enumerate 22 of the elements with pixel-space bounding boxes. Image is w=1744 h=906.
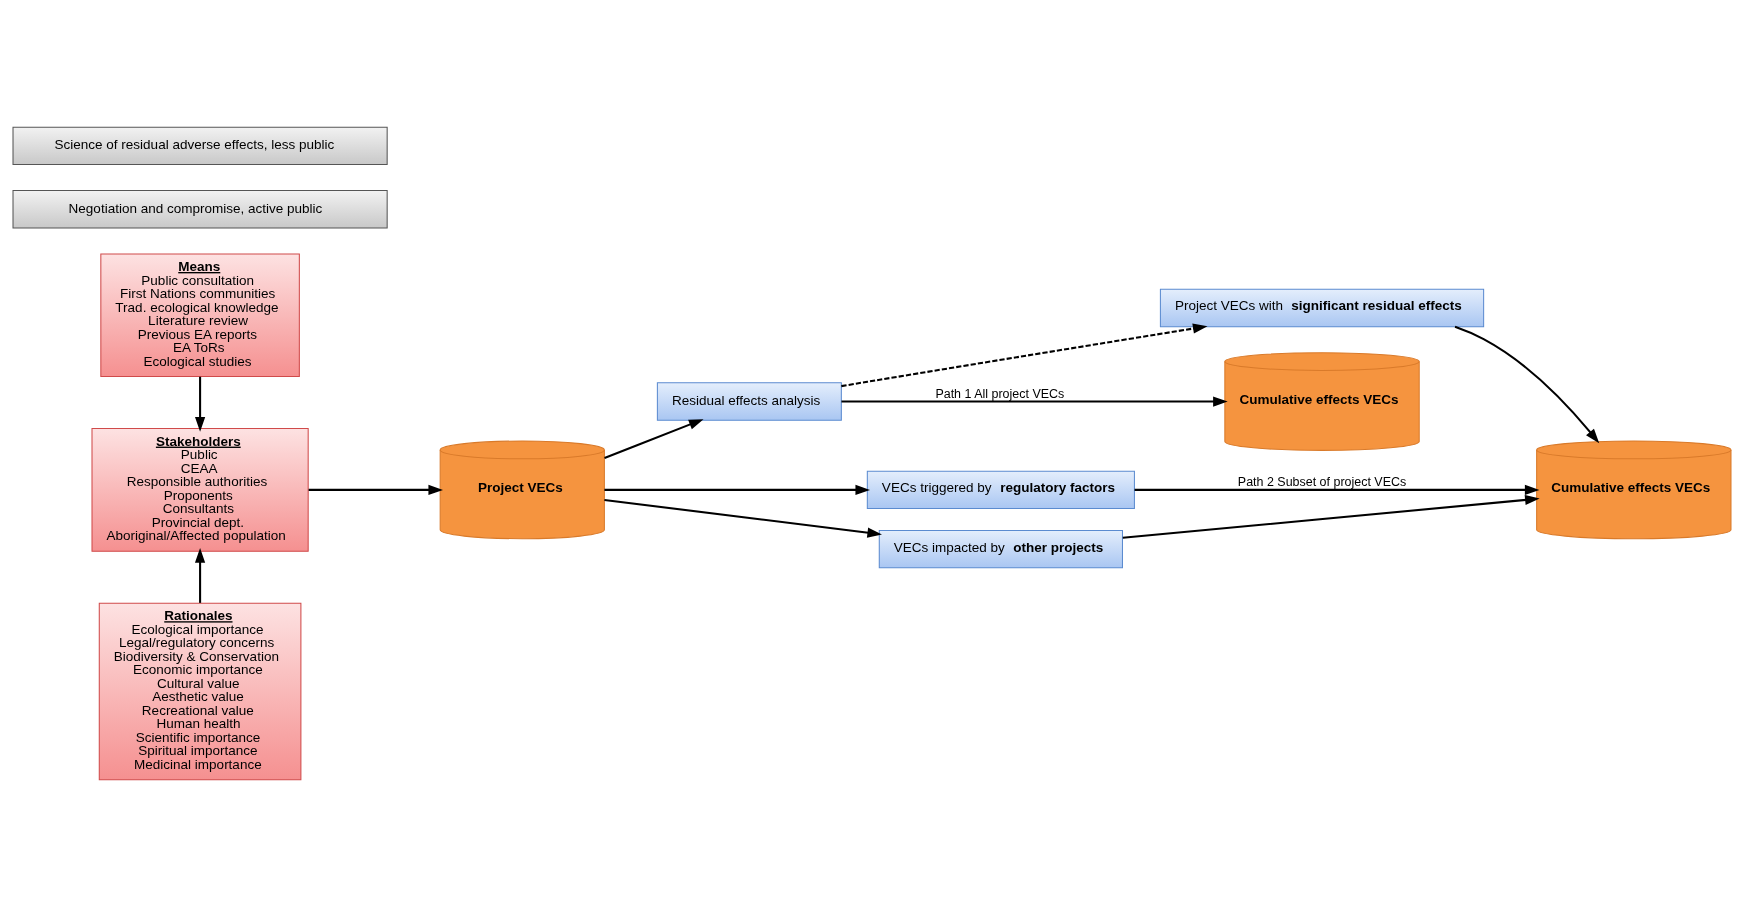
node-box: Means Public consultation First Nations communities Trad. ecological knowledge Literature review Previous EA reports EA ToRs Ecological studies [100,252,300,377]
node-box: Science of residual adverse effects, less public [12,126,388,165]
node-box: Residual effects analysis [656,381,842,421]
node-box: Rationales Ecological importance Legal/regulatory concerns Biodiversity & Conservation Economic importance Cultural value Aesthetic value Recreational value Human health Scientific importance Spiritual importance Medicinal importance [98,602,302,780]
edge-label: Path 2 Subset of project VECs [1237,474,1407,489]
edge-label: Path 1 All project VECs [935,386,1065,401]
arrow [308,484,443,495]
arrow [1454,325,1600,443]
arrow [1122,494,1540,539]
node-box: Project VECs with significant residual effects [1159,288,1485,327]
arrow [604,418,704,459]
arrow [195,376,206,432]
node-box: Negotiation and compromise, active public [12,189,388,228]
arrow [1134,484,1540,495]
arrow [195,547,206,603]
arrow [841,323,1208,387]
arrow [604,498,882,538]
node-box: VECs triggered by regulatory factors [866,470,1135,509]
arrow [604,484,871,495]
arrow [841,395,1228,407]
node-box: Stakeholders Public CEAA Responsible authorities Proponents Consultants Provincial dept. Aboriginal/Affected population [91,427,309,552]
node-box: VECs impacted by other projects [878,529,1123,568]
